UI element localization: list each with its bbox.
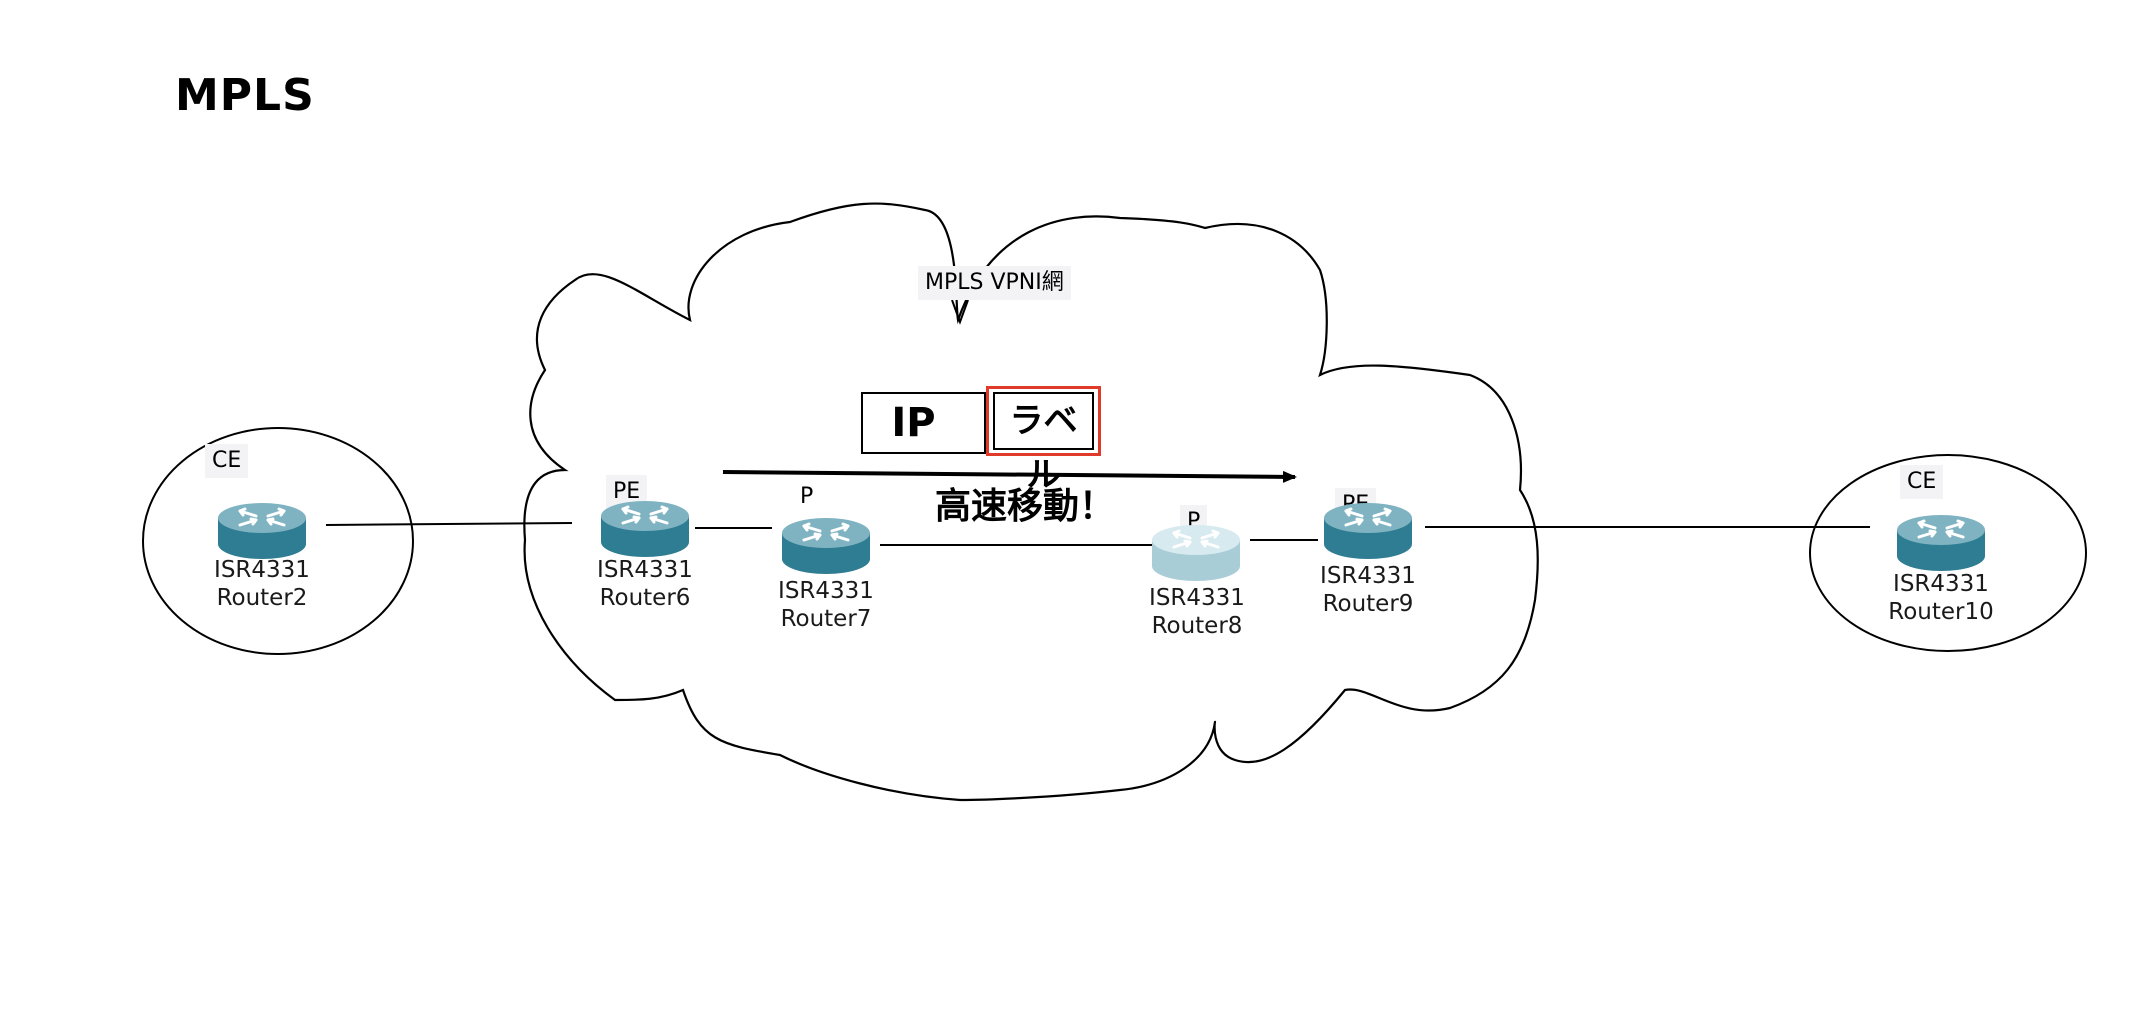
router-icon [218,503,306,559]
router-icon [1324,503,1412,559]
packet-mpls-label-text: ラベル [993,392,1094,495]
router-name-router9: Router9 [1322,591,1414,617]
router-model-router6: ISR4331 [597,557,693,583]
router-name-router7: Router7 [780,606,872,632]
router-model-router10: ISR4331 [1893,571,1989,597]
mpls-cloud [523,202,1539,802]
router-name-router10: Router10 [1888,599,1994,625]
cloud-label-pointer [951,299,969,325]
ce-right-ellipse [1809,454,2087,652]
role-tag-router7: P [800,484,814,509]
router-name-router8: Router8 [1151,613,1243,639]
role-tag-router10: CE [1900,465,1944,499]
packet-ip-field: IP [861,392,986,454]
router-icon-router8[interactable] [1150,522,1242,586]
router-name-router2: Router2 [216,585,308,611]
arrow-caption: 高速移動！ [935,486,1116,527]
router-icon-router9[interactable] [1322,500,1414,564]
packet-mpls-label: ラベル [986,386,1101,495]
cloud-label: MPLS VPNI網 [918,266,1071,300]
router-label-router9: ISR4331 Router9 [1288,562,1448,618]
router-label-router10: ISR4331 Router10 [1861,570,2021,626]
router-label-router7: ISR4331 Router7 [746,577,906,633]
router-icon-router10[interactable] [1895,512,1987,576]
ce-left-ellipse [142,427,414,655]
role-tag-router2: CE [205,444,249,478]
router-icon-router6[interactable] [599,498,691,562]
router-name-router6: Router6 [599,585,691,611]
router-label-router6: ISR4331 Router6 [565,556,725,612]
router-icon-router2[interactable] [216,500,308,564]
router-icon [1152,525,1240,581]
fast-forward-arrow [722,470,1297,483]
router-icon [782,518,870,574]
router-model-router7: ISR4331 [778,578,874,604]
router-icon-router7[interactable] [780,515,872,579]
link-router2-router6 [325,522,573,526]
router-label-router8: ISR4331 Router8 [1117,584,1277,640]
page-title: MPLS [175,70,315,121]
router-model-router8: ISR4331 [1149,585,1245,611]
router-label-router2: ISR4331 Router2 [182,556,342,612]
router-icon [1897,515,1985,571]
router-model-router2: ISR4331 [214,557,310,583]
router-model-router9: ISR4331 [1320,563,1416,589]
router-icon [601,501,689,557]
